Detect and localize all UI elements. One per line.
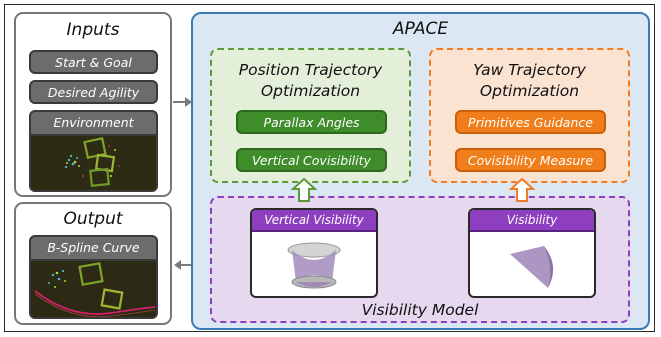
vertical-visibility-label: Vertical Visibility <box>252 210 376 232</box>
visibility-model-title: Visibility Model <box>361 301 479 319</box>
environment-card: Environment <box>29 110 158 192</box>
yaw-trajectory-optimization-box: Yaw Trajectory Optimization Primitives G… <box>429 48 630 183</box>
visibility-cone-image <box>510 246 554 288</box>
yaw-opt-title-line1: Yaw Trajectory <box>473 61 586 79</box>
vertical-visibility-card: Vertical Visibility <box>250 208 378 298</box>
visibility-card: Visibility <box>468 208 596 298</box>
position-trajectory-optimization-box: Position Trajectory Optimization Paralla… <box>210 48 411 183</box>
bspline-trajectory-image <box>31 261 156 317</box>
inputs-panel: Inputs Start & Goal Desired Agility Envi… <box>14 12 172 197</box>
parallax-angles-label: Parallax Angles <box>236 110 387 134</box>
environment-pointcloud-image <box>31 136 156 190</box>
apace-panel: APACE Position Trajectory Optimization P… <box>191 12 650 330</box>
visibility-model-box: Vertical Visibility Visibility Visibilit… <box>210 196 630 323</box>
vertical-covisibility-label: Vertical Covisibility <box>236 148 387 172</box>
output-title: Output <box>63 209 123 229</box>
primitives-guidance-label: Primitives Guidance <box>455 110 606 134</box>
arrow-apace-to-output <box>174 260 193 270</box>
position-opt-title-line2: Optimization <box>260 82 361 100</box>
visibility-label: Visibility <box>470 210 594 232</box>
environment-label: Environment <box>31 112 156 136</box>
start-goal-label: Start & Goal <box>29 50 158 74</box>
covisibility-measure-label: Covisibility Measure <box>455 148 606 172</box>
bspline-curve-card: B-Spline Curve <box>29 235 158 319</box>
apace-title: APACE <box>392 19 449 39</box>
bspline-curve-label: B-Spline Curve <box>31 237 156 261</box>
vertical-visibility-cone-image <box>287 242 341 289</box>
arrow-up-to-yaw-opt <box>509 178 535 202</box>
yaw-opt-title-line2: Optimization <box>479 82 580 100</box>
desired-agility-label: Desired Agility <box>29 80 158 104</box>
inputs-title: Inputs <box>66 20 120 40</box>
arrow-inputs-to-apace <box>173 97 192 107</box>
arrow-up-to-position-opt <box>291 178 317 202</box>
output-panel: Output B-Spline Curve <box>14 202 172 325</box>
position-opt-title-line1: Position Trajectory <box>238 61 383 79</box>
